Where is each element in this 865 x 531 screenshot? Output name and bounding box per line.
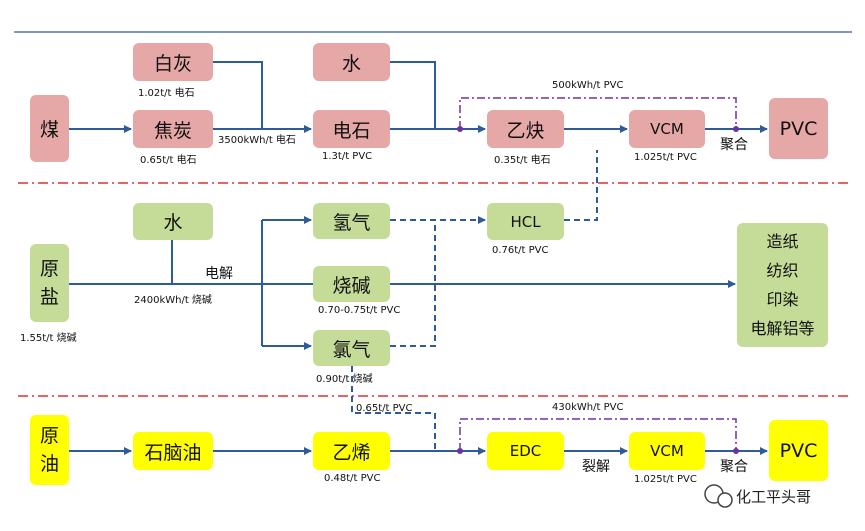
power-500-label: 500kWh/t PVC [552, 80, 624, 91]
use-textile: 纺织 [766, 261, 799, 280]
carbide-label: 电石 [332, 119, 371, 142]
vcm1-ratio: 1.025t/t PVC [634, 152, 697, 163]
salt-label-1: 原 [39, 258, 59, 280]
vcm2-label: VCM [650, 442, 684, 460]
salt-label-2: 盐 [39, 286, 59, 308]
pvc2-box: PVC [769, 420, 828, 481]
salt-ratio: 1.55t/t 烧碱 [20, 333, 77, 344]
chlorine-label: 氯气 [332, 338, 371, 361]
water2-box: 水 [133, 203, 213, 240]
oil-box: 原 油 [30, 415, 69, 485]
caustic-label: 烧碱 [332, 274, 371, 297]
hcl-ratio: 0.76t/t PVC [492, 245, 549, 256]
water1-box: 水 [313, 43, 390, 81]
caustic-ratio: 0.70-0.75t/t PVC [318, 305, 401, 316]
vcm1-box: VCM [629, 110, 705, 148]
caustic-box: 烧碱 [313, 266, 390, 302]
carbide-power: 3500kWh/t 电石 [218, 135, 296, 146]
use-dyeing: 印染 [766, 290, 799, 309]
line-chlorine-hcl [390, 220, 436, 347]
coke-ratio: 0.65t/t 电石 [140, 155, 197, 166]
chlorine-box: 氯气 [313, 330, 390, 366]
naphtha-label: 石脑油 [144, 441, 202, 464]
polymerize1-label: 聚合 [720, 137, 748, 153]
hydrogen-label: 氢气 [332, 211, 371, 234]
salt-box: 原 盐 [30, 244, 69, 322]
chlorine-pvc: 0.65t/t PVC [356, 403, 413, 414]
pvc1-label: PVC [779, 117, 818, 140]
polymerize2-label: 聚合 [720, 459, 748, 475]
uses-box: 造纸 纺织 印染 电解铝等 [737, 223, 828, 347]
lime-label: 白灰 [153, 52, 192, 75]
use-paper: 造纸 [766, 232, 799, 251]
line-chlorine-edc [351, 366, 436, 451]
lime-ratio: 1.02t/t 电石 [138, 88, 195, 99]
coke-label: 焦炭 [153, 119, 192, 142]
chlorine-ratio: 0.90t/t 烧碱 [316, 374, 373, 385]
ethylene-label: 乙烯 [332, 441, 371, 464]
naphtha-box: 石脑油 [133, 432, 213, 470]
coal-box: 煤 [30, 95, 69, 162]
edc-label: EDC [509, 442, 542, 460]
acetylene-ratio: 0.35t/t 电石 [494, 155, 551, 166]
electrolysis-label: 电解 [205, 266, 233, 282]
wechat-icon [704, 484, 733, 508]
line-water1 [390, 61, 436, 129]
oil-label-1: 原 [39, 425, 59, 447]
water2-label: 水 [163, 212, 183, 234]
hcl-box: HCL [487, 203, 564, 240]
line-lime [213, 61, 263, 129]
hcl-label: HCL [510, 212, 541, 231]
carbide-ratio: 1.3t/t PVC [322, 151, 373, 162]
vcm1-label: VCM [650, 120, 684, 138]
edc-box: EDC [487, 432, 564, 470]
watermark: 化工平头哥 [736, 488, 812, 506]
power-430-label: 430kWh/t PVC [552, 402, 624, 413]
ethylene-ratio: 0.48t/t PVC [324, 473, 381, 484]
vcm2-box: VCM [629, 432, 705, 470]
pvc1-box: PVC [769, 98, 828, 159]
cracking-label: 裂解 [582, 459, 610, 475]
acetylene-label: 乙炔 [506, 119, 545, 142]
power-line-430 [459, 418, 737, 451]
ethylene-box: 乙烯 [313, 432, 390, 470]
use-aluminum: 电解铝等 [750, 319, 815, 338]
elec-power: 2400kWh/t 烧碱 [134, 295, 212, 306]
carbide-box: 电石 [313, 110, 390, 148]
line-hcl-acetylene [564, 150, 598, 221]
water1-label: 水 [341, 52, 361, 75]
coal-label: 煤 [39, 119, 59, 141]
pvc2-label: PVC [779, 439, 818, 462]
oil-label-2: 油 [39, 453, 59, 475]
acetylene-box: 乙炔 [487, 110, 564, 148]
vcm2-ratio: 1.025t/t PVC [634, 474, 697, 485]
power-line-500 [459, 97, 737, 129]
coke-box: 焦炭 [133, 110, 213, 148]
lime-box: 白灰 [133, 43, 213, 81]
hydrogen-box: 氢气 [313, 203, 390, 239]
